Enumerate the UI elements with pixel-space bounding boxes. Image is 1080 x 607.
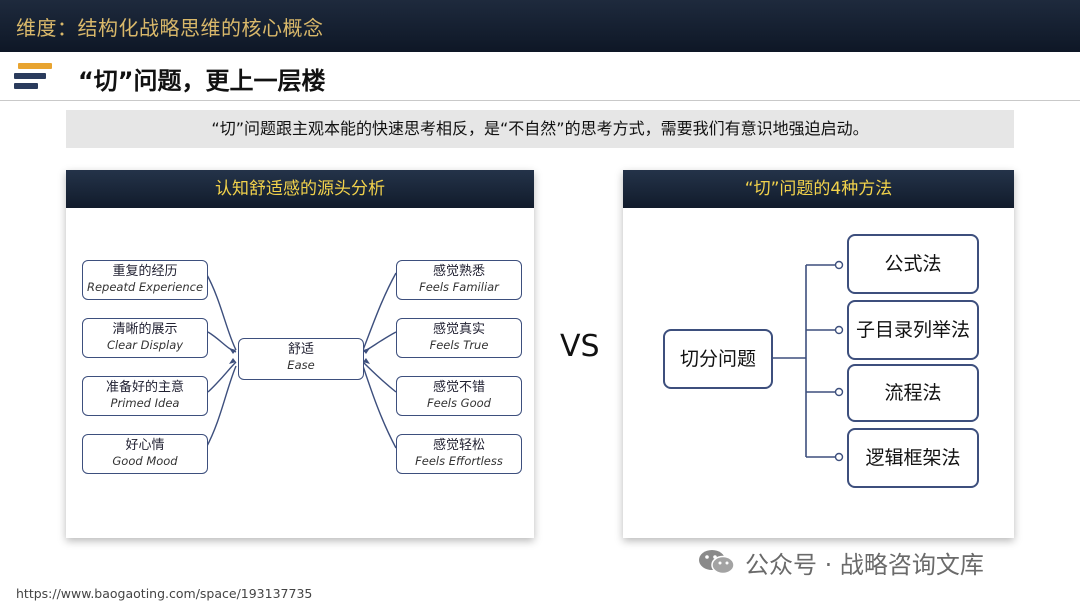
wechat-icon <box>699 550 735 575</box>
tree-connector-lines <box>771 260 844 462</box>
tree-root-node: 切分问题 <box>663 329 773 389</box>
left-connector-lines <box>205 272 397 449</box>
page-heading: “切”问题，更上一层楼 <box>78 67 326 95</box>
right-item-2: 感觉真实 Feels True <box>396 318 522 358</box>
left-item-1: 重复的经历 Repeatd Experience <box>82 260 208 300</box>
vs-label: VS <box>560 329 600 364</box>
logo-icon <box>14 63 54 93</box>
watermark-text: 公众号 · 战略咨询文库 <box>745 551 984 579</box>
footer-url[interactable]: https://www.baogaoting.com/space/1931377… <box>16 586 313 601</box>
top-bar: 维度：结构化战略思维的核心概念 <box>0 0 1080 52</box>
subtitle-banner: “切”问题跟主观本能的快速思考相反，是“不自然”的思考方式，需要我们有意识地强迫… <box>66 110 1014 148</box>
left-panel: 认知舒适感的源头分析 重复的经历 Repeatd Experience 清晰的展… <box>66 170 534 538</box>
left-item-4: 好心情 Good Mood <box>82 434 208 474</box>
left-panel-title: 认知舒适感的源头分析 <box>66 170 534 208</box>
right-item-1: 感觉熟悉 Feels Familiar <box>396 260 522 300</box>
center-node-ease: 舒适 Ease <box>238 338 364 380</box>
left-item-2: 清晰的展示 Clear Display <box>82 318 208 358</box>
top-bar-title: 维度：结构化战略思维的核心概念 <box>16 16 324 40</box>
right-item-4: 感觉轻松 Feels Effortless <box>396 434 522 474</box>
method-node-3: 流程法 <box>847 364 979 422</box>
divider <box>0 100 1080 101</box>
method-node-1: 公式法 <box>847 234 979 294</box>
method-node-2: 子目录列举法 <box>847 300 979 360</box>
right-item-3: 感觉不错 Feels Good <box>396 376 522 416</box>
method-node-4: 逻辑框架法 <box>847 428 979 488</box>
left-item-3: 准备好的主意 Primed Idea <box>82 376 208 416</box>
right-panel: “切”问题的4种方法 切分问题 公式法 子目录列举法 流程法 逻辑框架法 <box>623 170 1014 538</box>
right-panel-title: “切”问题的4种方法 <box>623 170 1014 208</box>
